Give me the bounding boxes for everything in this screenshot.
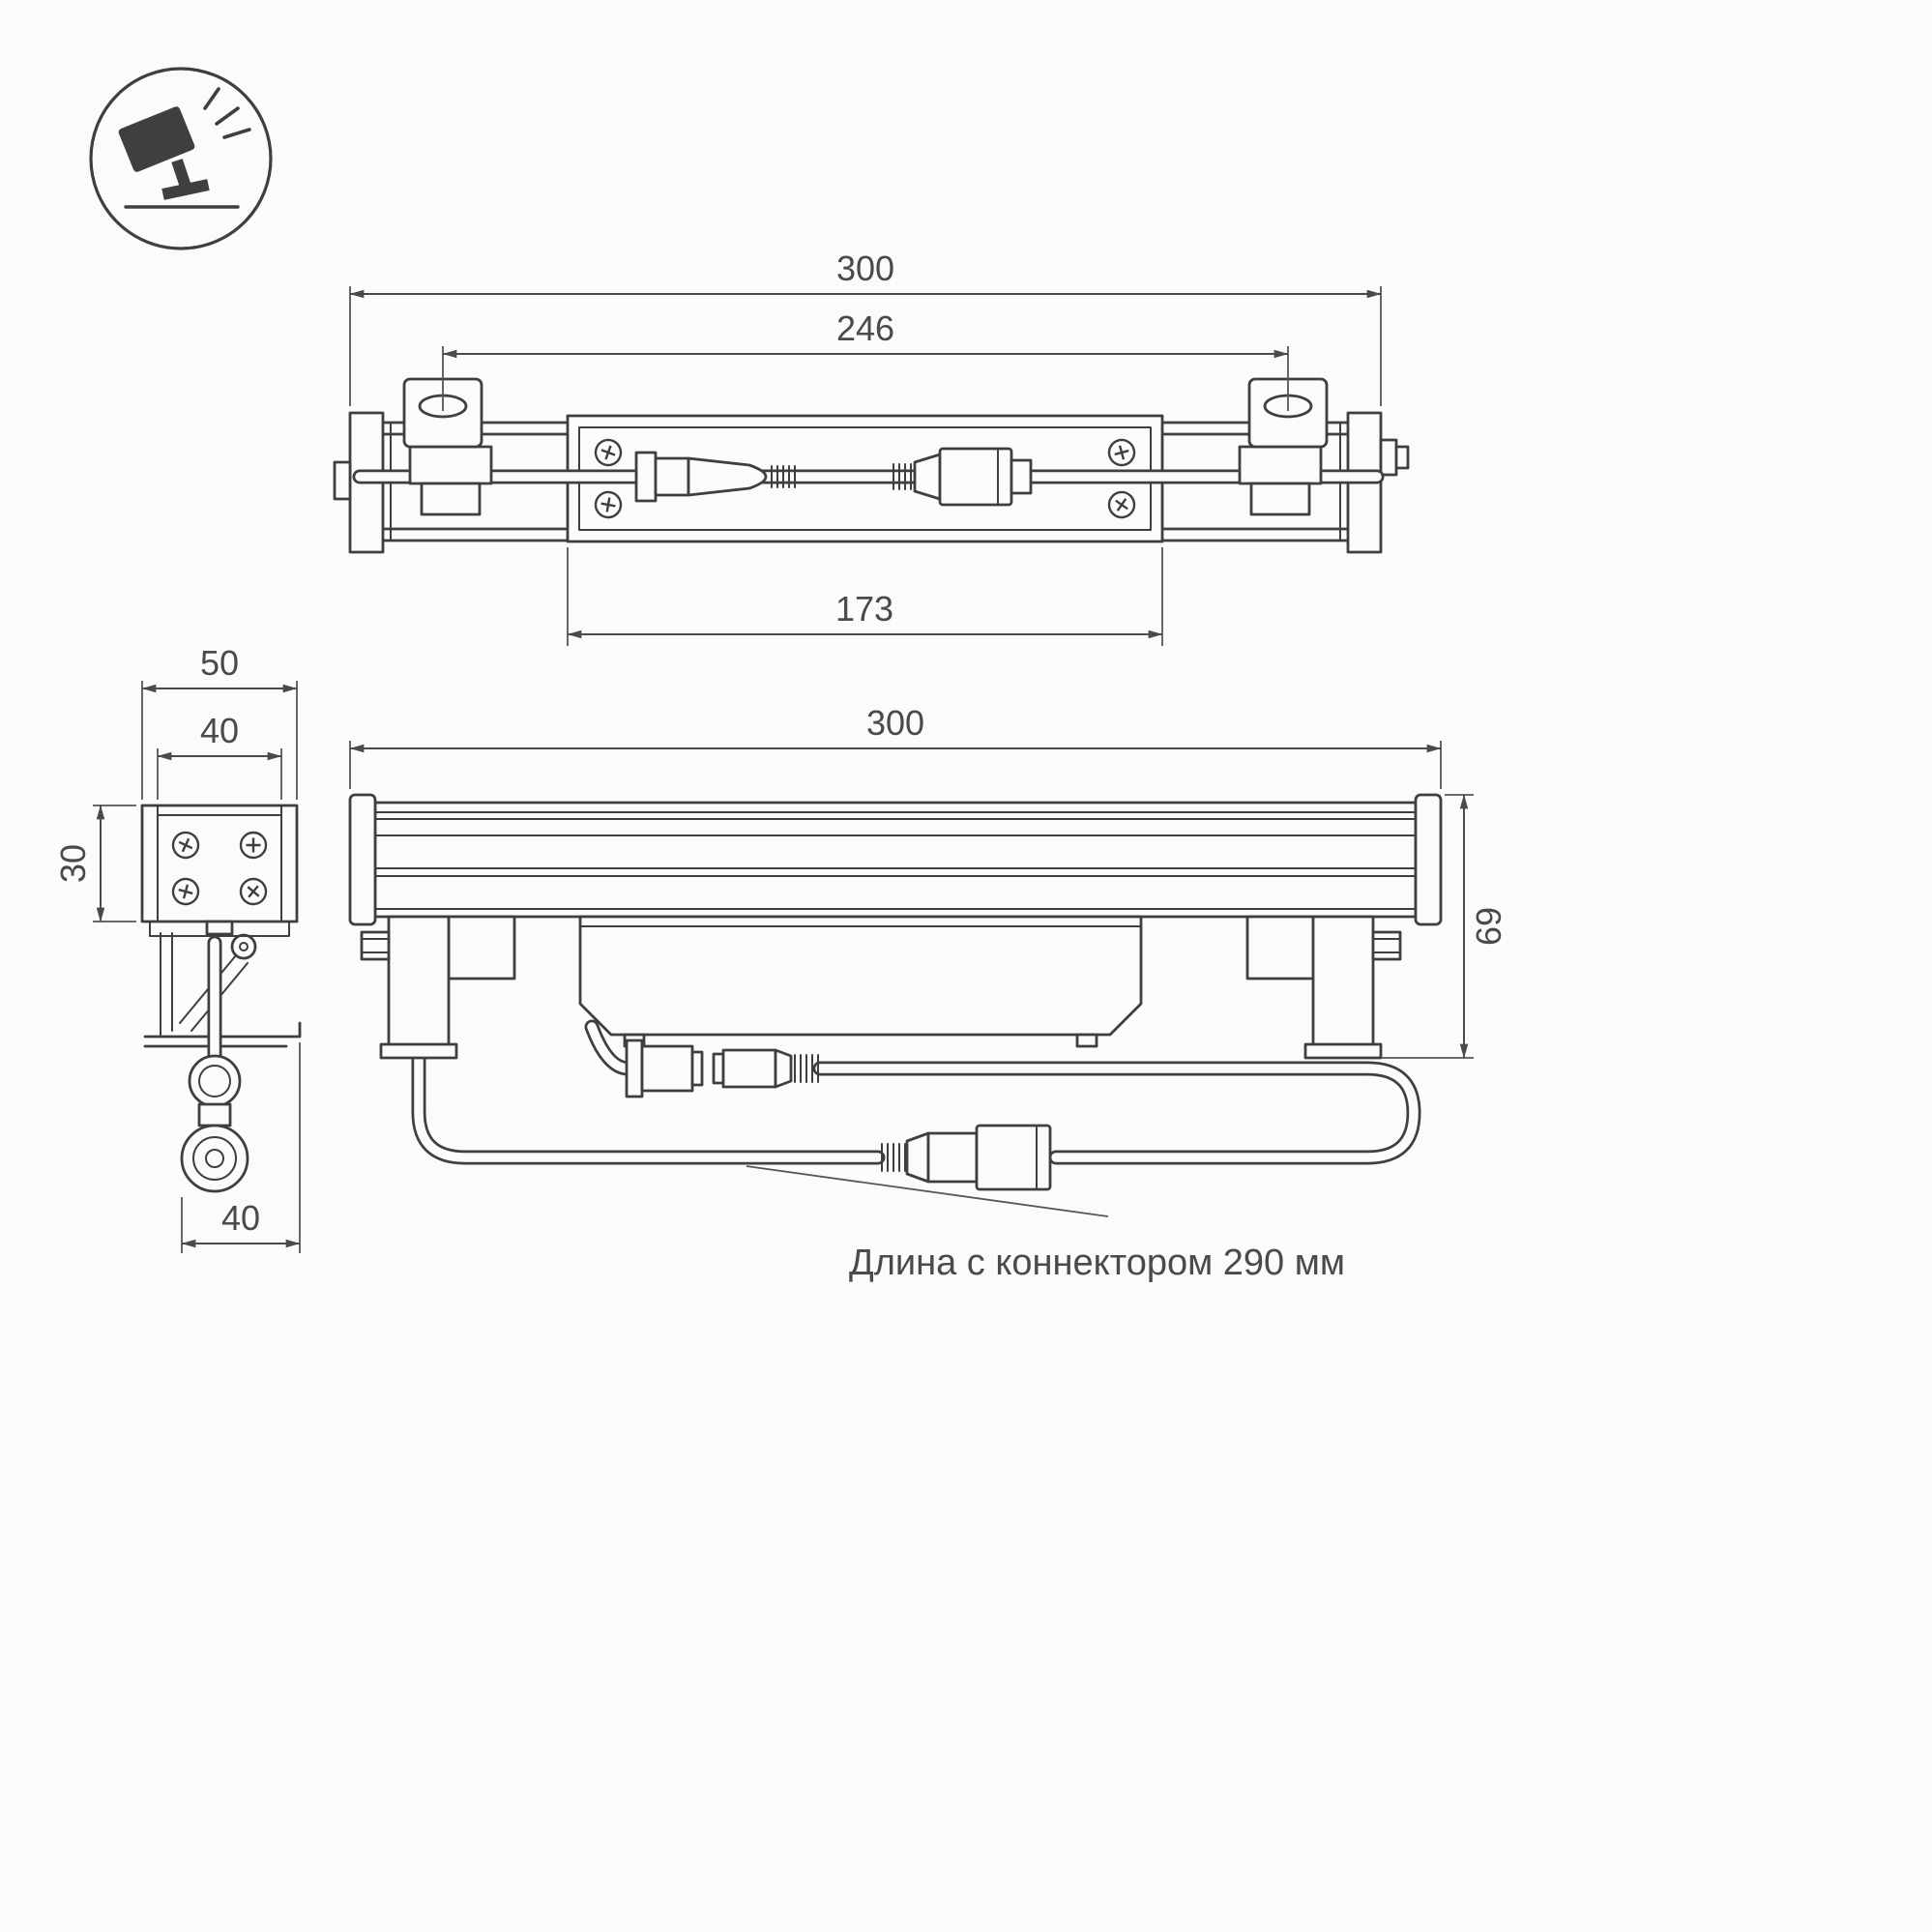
side-dim-30: 30 <box>53 805 136 922</box>
side-dim-40-top: 40 <box>157 711 282 800</box>
annotation-leader-line <box>746 1165 1109 1217</box>
dim-label-bracket-span: 246 <box>836 308 894 348</box>
spot-luminaire-icon <box>89 67 273 250</box>
side-body <box>140 804 299 923</box>
side-connector-end <box>180 1124 249 1193</box>
front-view: 300 69 Длина с коннектором 290 мм <box>348 703 1508 1283</box>
dim-label-top-overall: 300 <box>836 249 894 288</box>
dim-label-front-length: 300 <box>866 703 924 743</box>
dim-label-body-length: 173 <box>835 589 893 629</box>
side-view: 50 40 30 40 <box>53 643 302 1253</box>
icon-light-rays <box>203 87 251 139</box>
top-view: 300 246 173 <box>333 249 1410 646</box>
front-cables <box>411 1019 1421 1165</box>
front-left-endcap <box>348 793 377 926</box>
dim-label-front-height: 69 <box>1469 907 1508 946</box>
connector-length-note: Длина с коннектором 290 мм <box>849 1243 1345 1283</box>
top-left-bracket <box>402 377 493 516</box>
top-dim-300: 300 <box>349 249 1382 406</box>
side-dim-50: 50 <box>141 643 298 800</box>
front-right-bracket <box>1245 915 1402 1060</box>
side-cable <box>180 935 249 1193</box>
dim-label-side-bottom: 40 <box>221 1198 260 1238</box>
dim-label-side-height: 30 <box>53 844 93 883</box>
front-bar <box>373 801 1418 919</box>
front-driver-box <box>578 915 1143 1037</box>
front-right-endcap <box>1414 793 1443 926</box>
top-connector-pair <box>634 447 1033 507</box>
front-connector-pair <box>625 1039 819 1098</box>
screw-icon <box>239 831 268 860</box>
top-right-bracket <box>1238 377 1329 516</box>
front-end-connector <box>881 1124 1052 1191</box>
front-dim-69: 69 <box>1381 794 1508 1059</box>
top-dim-246: 246 <box>442 308 1289 411</box>
side-dim-40-bottom: 40 <box>181 1042 301 1253</box>
dim-label-side-outer: 50 <box>200 643 239 683</box>
side-pivot <box>230 933 257 960</box>
dim-label-side-inner: 40 <box>200 711 239 750</box>
front-left-bracket <box>360 915 516 1060</box>
front-dim-300: 300 <box>349 703 1442 789</box>
top-dim-173: 173 <box>567 547 1163 646</box>
